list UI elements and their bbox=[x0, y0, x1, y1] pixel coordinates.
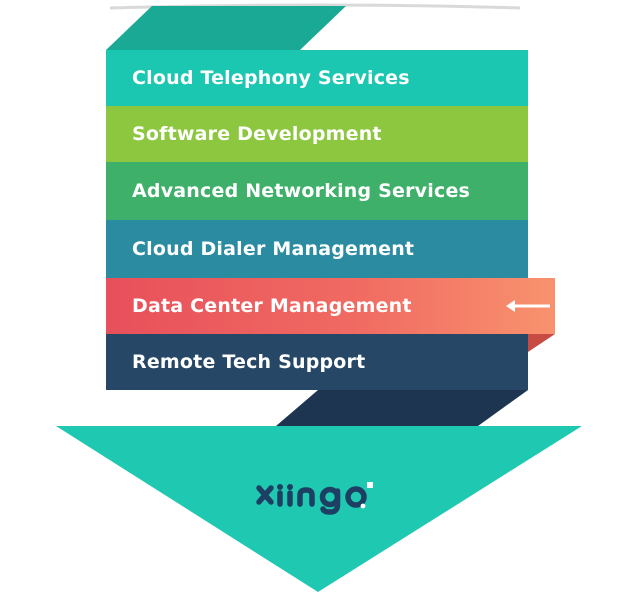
pointer-shade bbox=[528, 334, 555, 352]
band-label: Software Development bbox=[132, 123, 382, 145]
band-cloud-dialer-management: Cloud Dialer Management bbox=[106, 220, 528, 278]
band-advanced-networking-services: Advanced Networking Services bbox=[106, 162, 528, 220]
band-software-development: Software Development bbox=[106, 106, 528, 162]
band-label: Cloud Telephony Services bbox=[132, 67, 410, 89]
bottom-fold bbox=[276, 390, 528, 426]
arrow-left-icon bbox=[506, 300, 550, 312]
top-fold bbox=[106, 6, 346, 50]
band-label: Data Center Management bbox=[132, 295, 412, 317]
band-remote-tech-support: Remote Tech Support bbox=[106, 334, 528, 390]
band-label: Advanced Networking Services bbox=[132, 180, 471, 202]
xiingo-logo bbox=[256, 482, 373, 515]
band-label: Cloud Dialer Management bbox=[132, 238, 415, 260]
down-arrow bbox=[56, 426, 582, 592]
band-data-center-management: Data Center Management bbox=[106, 278, 555, 334]
band-label: Remote Tech Support bbox=[132, 351, 366, 373]
band-cloud-telephony-services: Cloud Telephony Services bbox=[106, 50, 528, 106]
